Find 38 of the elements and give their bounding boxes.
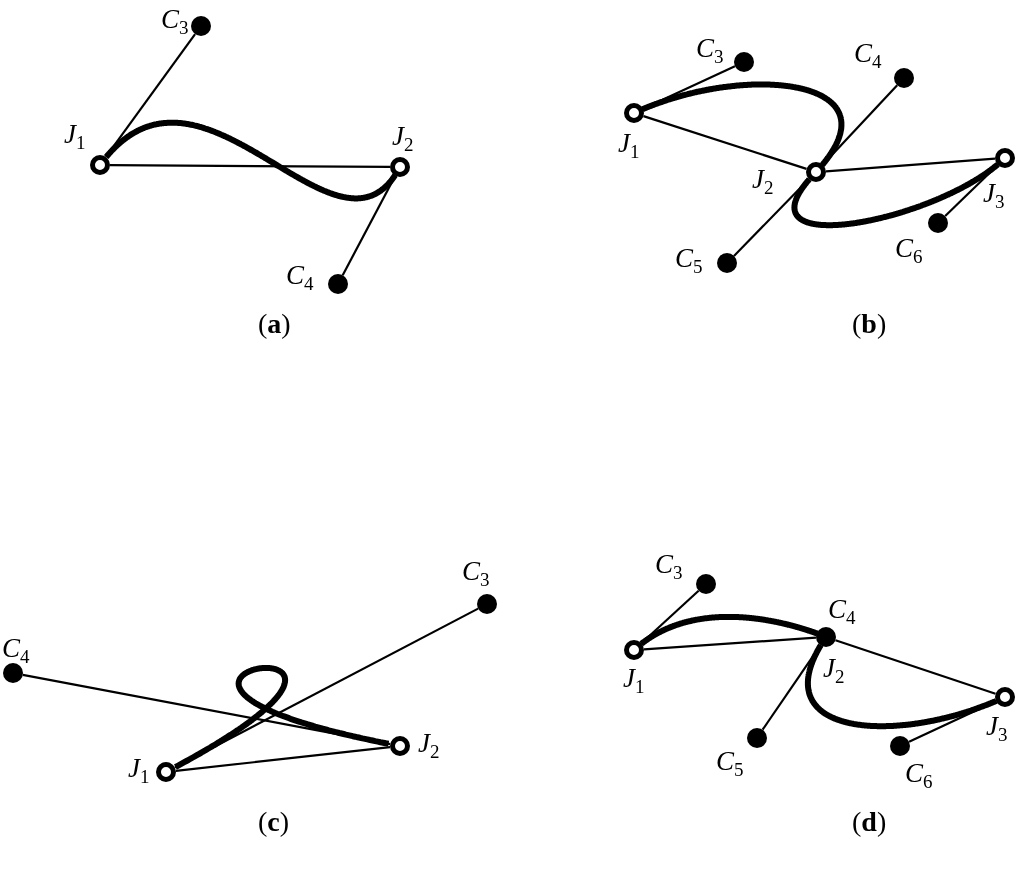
point-label: J$_{1}$ (618, 130, 640, 157)
panel-label: (b) (852, 310, 887, 338)
point-label: J$_{3}$ (986, 713, 1008, 740)
point-label: C$_{6}$ (905, 760, 933, 787)
control-line (825, 157, 996, 173)
panel-label: (a) (258, 310, 291, 338)
point-label: C$_{5}$ (716, 748, 744, 775)
bezier-curve (174, 664, 390, 770)
control-line (110, 164, 390, 168)
panel-label: (c) (258, 808, 290, 836)
point-label: C$_{4}$ (854, 40, 882, 67)
point-label: C$_{3}$ (696, 35, 724, 62)
point-label: C$_{4}$ (286, 262, 314, 289)
point-label: J$_{1}$ (64, 121, 86, 148)
bezier-curve (103, 119, 398, 202)
point-label: C$_{3}$ (462, 558, 490, 585)
point-label: C$_{5}$ (675, 245, 703, 272)
point-label: C$_{3}$ (655, 551, 683, 578)
point-label: J$_{2}$ (392, 123, 414, 150)
control-line (22, 673, 391, 746)
point-label: J$_{2}$ (418, 730, 440, 757)
bezier-curve (640, 81, 845, 168)
bezier-curve (804, 642, 999, 730)
bezier-curve (791, 161, 1001, 229)
point-label: J$_{1}$ (128, 755, 150, 782)
control-line (643, 115, 807, 170)
point-label: J$_{2}$ (752, 166, 774, 193)
point-label: J$_{3}$ (983, 180, 1005, 207)
point-label: J$_{2}$ (823, 655, 845, 682)
control-line (643, 636, 817, 651)
control-line (835, 639, 996, 695)
point-label: C$_{4}$ (828, 596, 856, 623)
point-label: J$_{1}$ (623, 665, 645, 692)
point-label: C$_{6}$ (895, 235, 923, 262)
panel-label: (d) (852, 808, 887, 836)
control-line (175, 746, 391, 772)
point-label: C$_{4}$ (2, 635, 30, 662)
point-label: C$_{3}$ (161, 6, 189, 33)
